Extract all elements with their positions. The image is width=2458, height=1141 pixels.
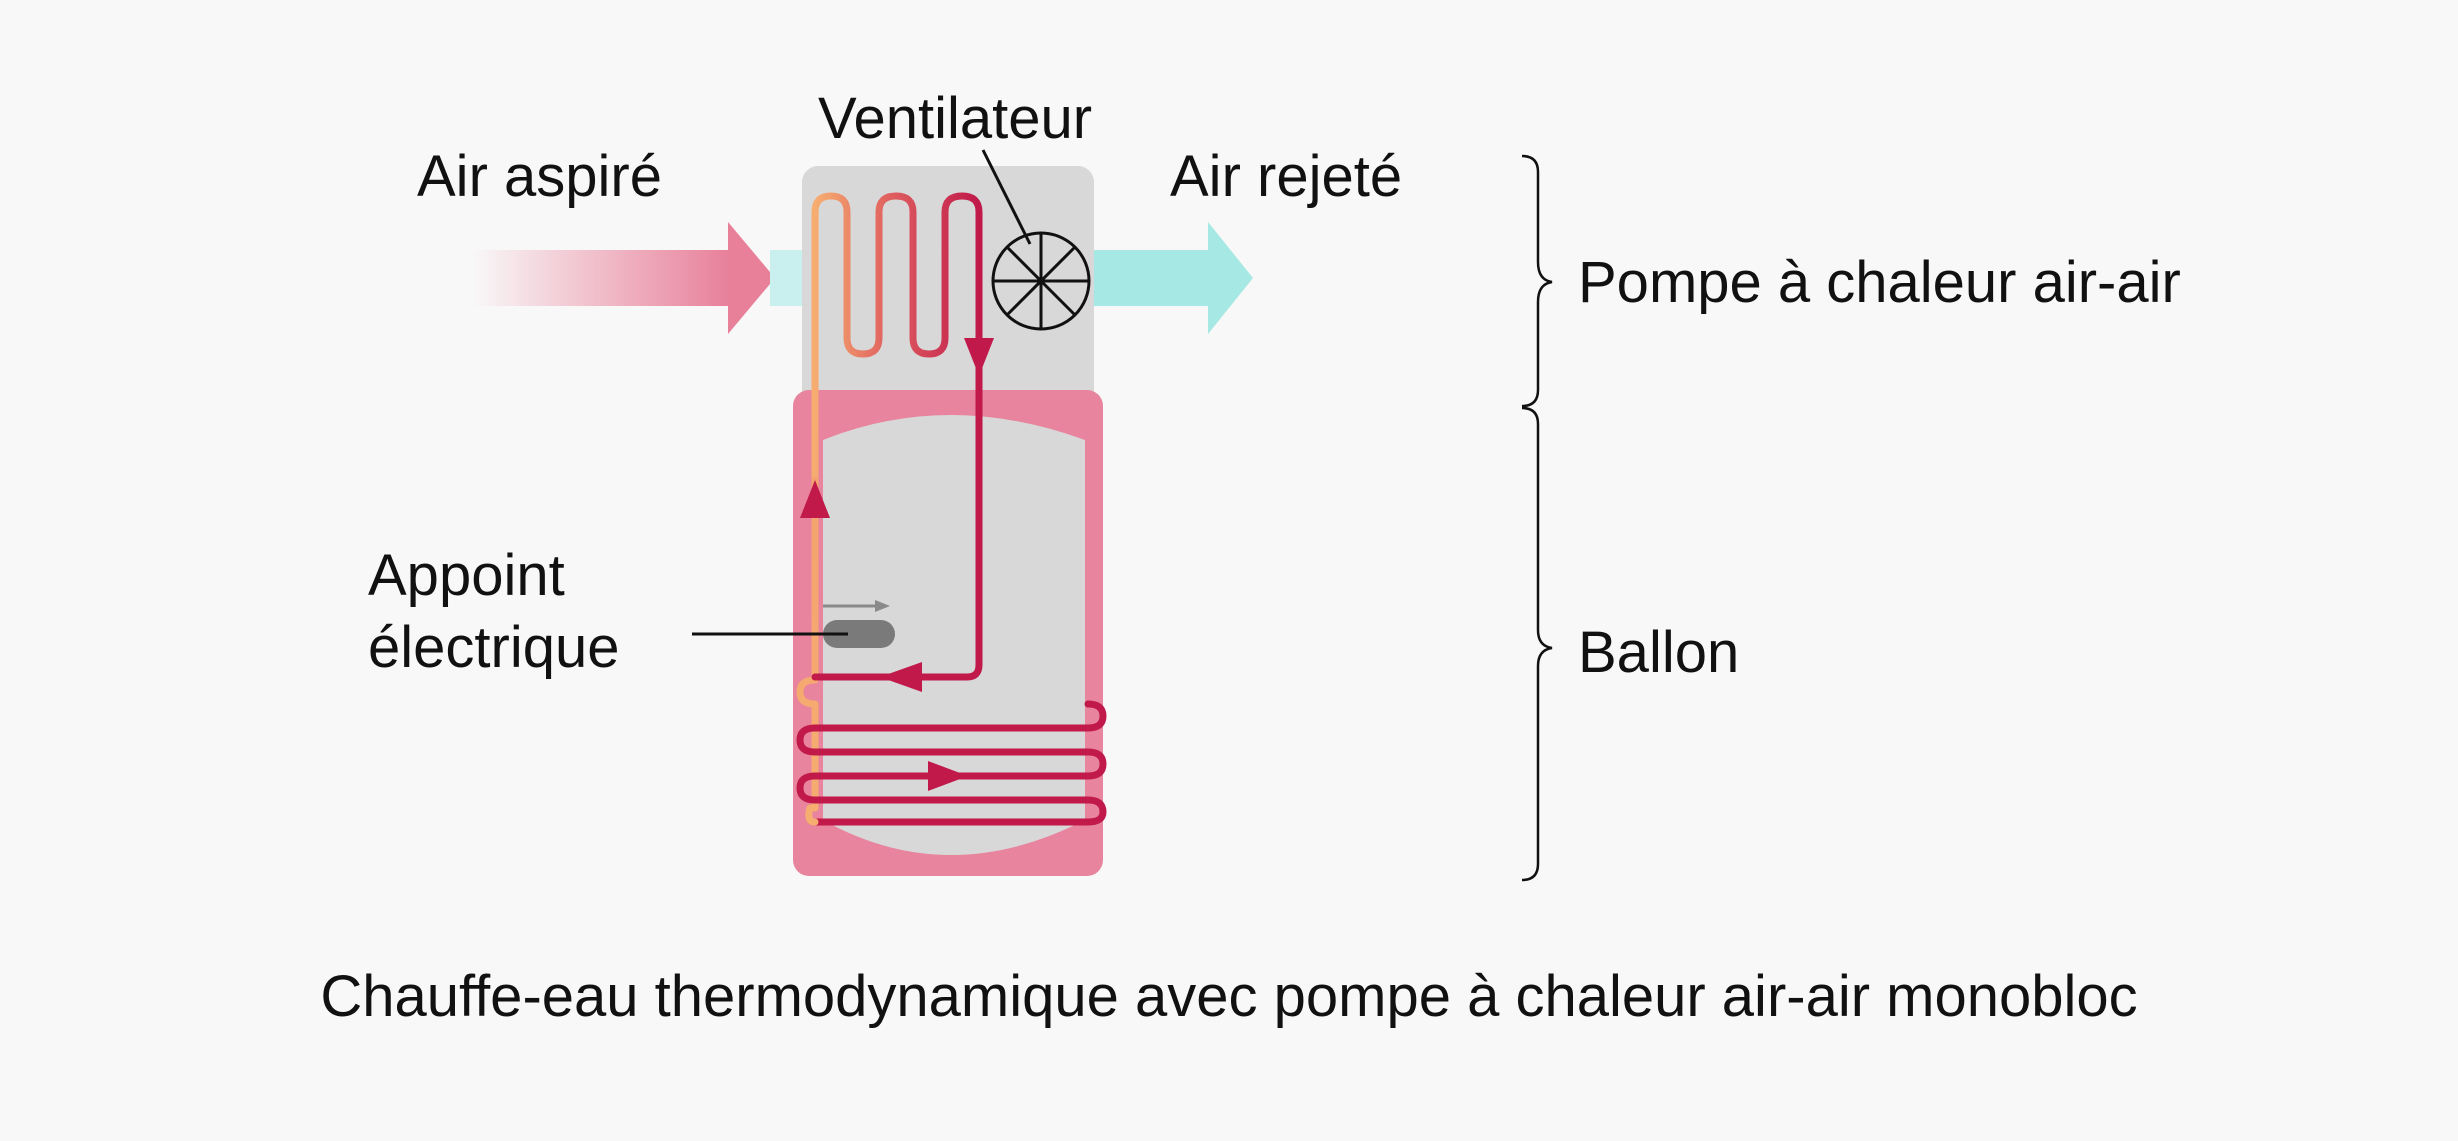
tank-brace [1521, 406, 1553, 882]
heat-pump-brace [1521, 154, 1553, 408]
flow-arrow-down [964, 338, 994, 376]
flow-arrow-up [800, 480, 830, 518]
air-out-label: Air rejeté [1170, 144, 1403, 209]
air-in-arrow [472, 222, 775, 334]
fan-leader-line [981, 149, 1032, 245]
electric-backup-line1: Appoint [368, 543, 565, 608]
electric-backup-line2: électrique [368, 615, 620, 680]
refrigerant-circuit [796, 192, 1107, 826]
flow-arrow-left [880, 662, 922, 692]
air-out-arrow [1090, 222, 1253, 334]
electric-backup-label: Appoint électrique [368, 540, 619, 684]
flow-arrow-right [928, 761, 968, 791]
electric-heater-icon [823, 600, 895, 648]
tank-inner [823, 415, 1085, 855]
fan-icon [991, 231, 1091, 331]
heat-pump-label: Pompe à chaleur air-air [1578, 250, 2181, 315]
tank-label: Ballon [1578, 620, 1740, 685]
fan-label: Ventilateur [818, 86, 1093, 151]
diagram-caption: Chauffe-eau thermodynamique avec pompe à… [320, 964, 2138, 1029]
air-in-label: Air aspiré [417, 144, 662, 209]
